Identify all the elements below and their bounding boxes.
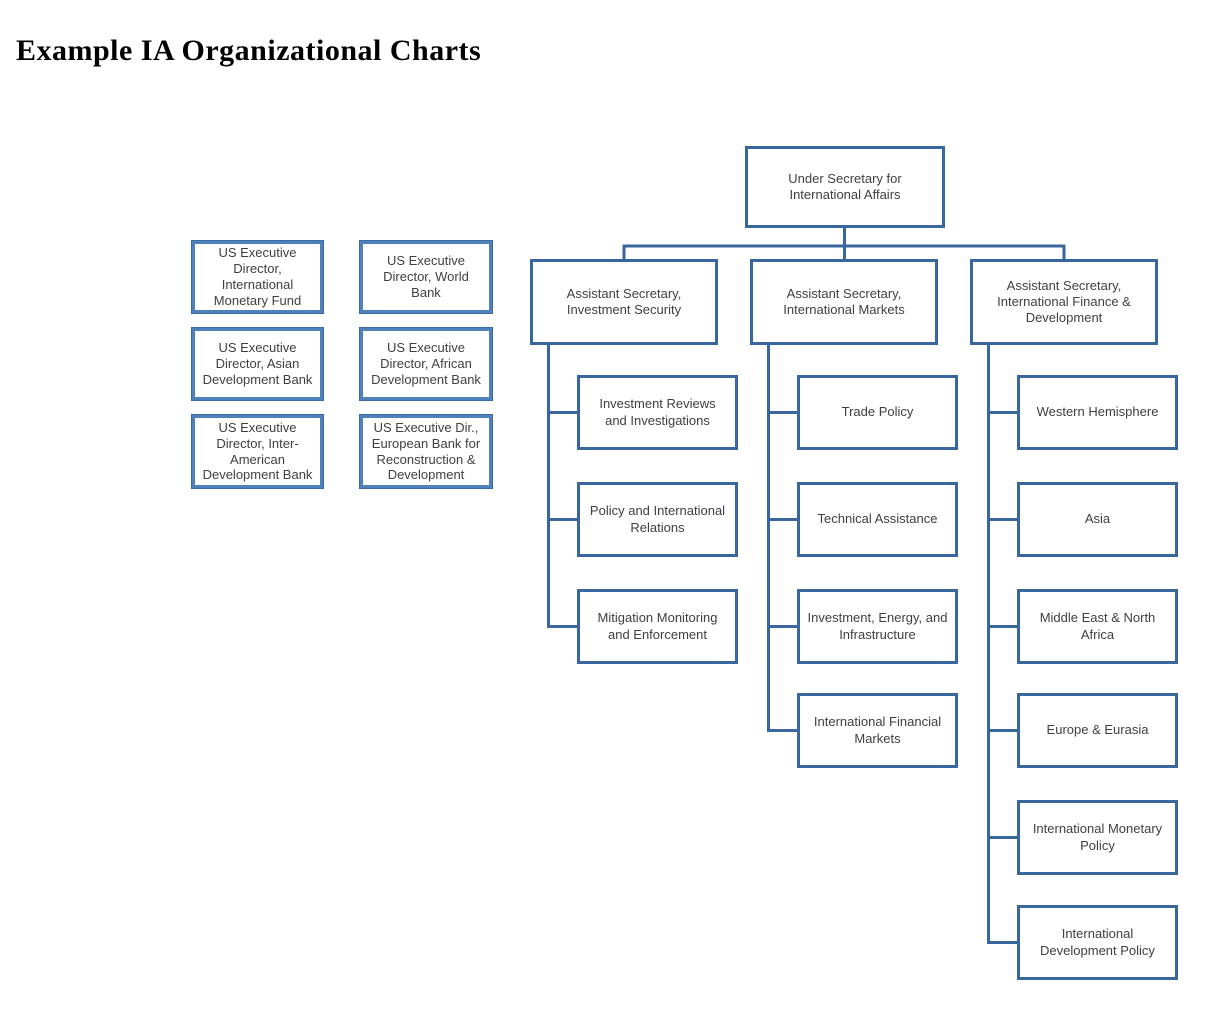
child-label: International Financial Markets — [813, 714, 942, 746]
branch-3-connector — [987, 345, 1017, 944]
child-box-western-hemisphere: Western Hemisphere — [1017, 375, 1178, 450]
child-label: Trade Policy — [841, 404, 914, 420]
assistant-secretary-box-investment-security: Assistant Secretary, Investment Security — [530, 259, 718, 345]
child-box-international-development-policy: International Development Policy — [1017, 905, 1178, 980]
child-label: Policy and International Relations — [589, 503, 726, 535]
child-box-trade-policy: Trade Policy — [797, 375, 958, 450]
root-label: Under Secretary for International Affair… — [788, 170, 902, 202]
assistant-secretary-label: Assistant Secretary, Investment Security — [566, 285, 682, 317]
child-label: Western Hemisphere — [1036, 404, 1159, 420]
child-label: Mitigation Monitoring and Enforcement — [597, 610, 718, 642]
child-box-asia: Asia — [1017, 482, 1178, 557]
child-label: Investment, Energy, and Infrastructure — [807, 610, 948, 642]
branch-2-connector — [767, 345, 797, 732]
child-label: Middle East & North Africa — [1039, 610, 1156, 642]
exec-director-box-inter-american: US Executive Director, Inter- American D… — [192, 415, 323, 488]
exec-director-label: US Executive Director, Asian Development… — [202, 340, 313, 387]
exec-director-box-african-dev-bank: US Executive Director, African Developme… — [360, 328, 492, 400]
child-label: Technical Assistance — [817, 511, 938, 527]
assistant-secretary-label: Assistant Secretary, International Finan… — [997, 277, 1131, 326]
exec-director-box-asian-dev-bank: US Executive Director, Asian Development… — [192, 328, 323, 400]
exec-director-label: US Executive Director, International Mon… — [213, 245, 302, 308]
child-box-investment-energy-infrastructure: Investment, Energy, and Infrastructure — [797, 589, 958, 664]
child-label: Europe & Eurasia — [1046, 722, 1149, 738]
root-box-under-secretary: Under Secretary for International Affair… — [745, 146, 945, 228]
assistant-secretary-label: Assistant Secretary, International Marke… — [783, 285, 905, 317]
child-label: Investment Reviews and Investigations — [599, 396, 716, 428]
exec-director-label: US Executive Director, African Developme… — [371, 340, 481, 387]
child-box-investment-reviews: Investment Reviews and Investigations — [577, 375, 738, 450]
exec-director-box-ebrd: US Executive Dir., European Bank for Rec… — [360, 415, 492, 488]
child-label: International Development Policy — [1040, 926, 1155, 958]
child-label: Asia — [1084, 511, 1111, 527]
branch-1-connector — [547, 345, 577, 628]
page-title: Example IA Organizational Charts — [16, 34, 482, 67]
root-connector — [622, 228, 1066, 259]
exec-director-label: US Executive Dir., European Bank for Rec… — [371, 419, 481, 483]
child-box-europe-eurasia: Europe & Eurasia — [1017, 693, 1178, 768]
exec-director-label: US Executive Director, World Bank — [383, 253, 469, 300]
child-box-middle-east-north-africa: Middle East & North Africa — [1017, 589, 1178, 664]
child-box-mitigation-monitoring: Mitigation Monitoring and Enforcement — [577, 589, 738, 664]
exec-director-box-imf: US Executive Director, International Mon… — [192, 241, 323, 313]
assistant-secretary-box-intl-finance-development: Assistant Secretary, International Finan… — [970, 259, 1158, 345]
child-box-technical-assistance: Technical Assistance — [797, 482, 958, 557]
exec-director-label: US Executive Director, Inter- American D… — [202, 419, 313, 483]
child-box-international-financial-markets: International Financial Markets — [797, 693, 958, 768]
child-box-international-monetary-policy: International Monetary Policy — [1017, 800, 1178, 875]
assistant-secretary-box-international-markets: Assistant Secretary, International Marke… — [750, 259, 938, 345]
child-label: International Monetary Policy — [1032, 821, 1163, 853]
child-box-policy-international-relations: Policy and International Relations — [577, 482, 738, 557]
exec-director-box-world-bank: US Executive Director, World Bank — [360, 241, 492, 313]
